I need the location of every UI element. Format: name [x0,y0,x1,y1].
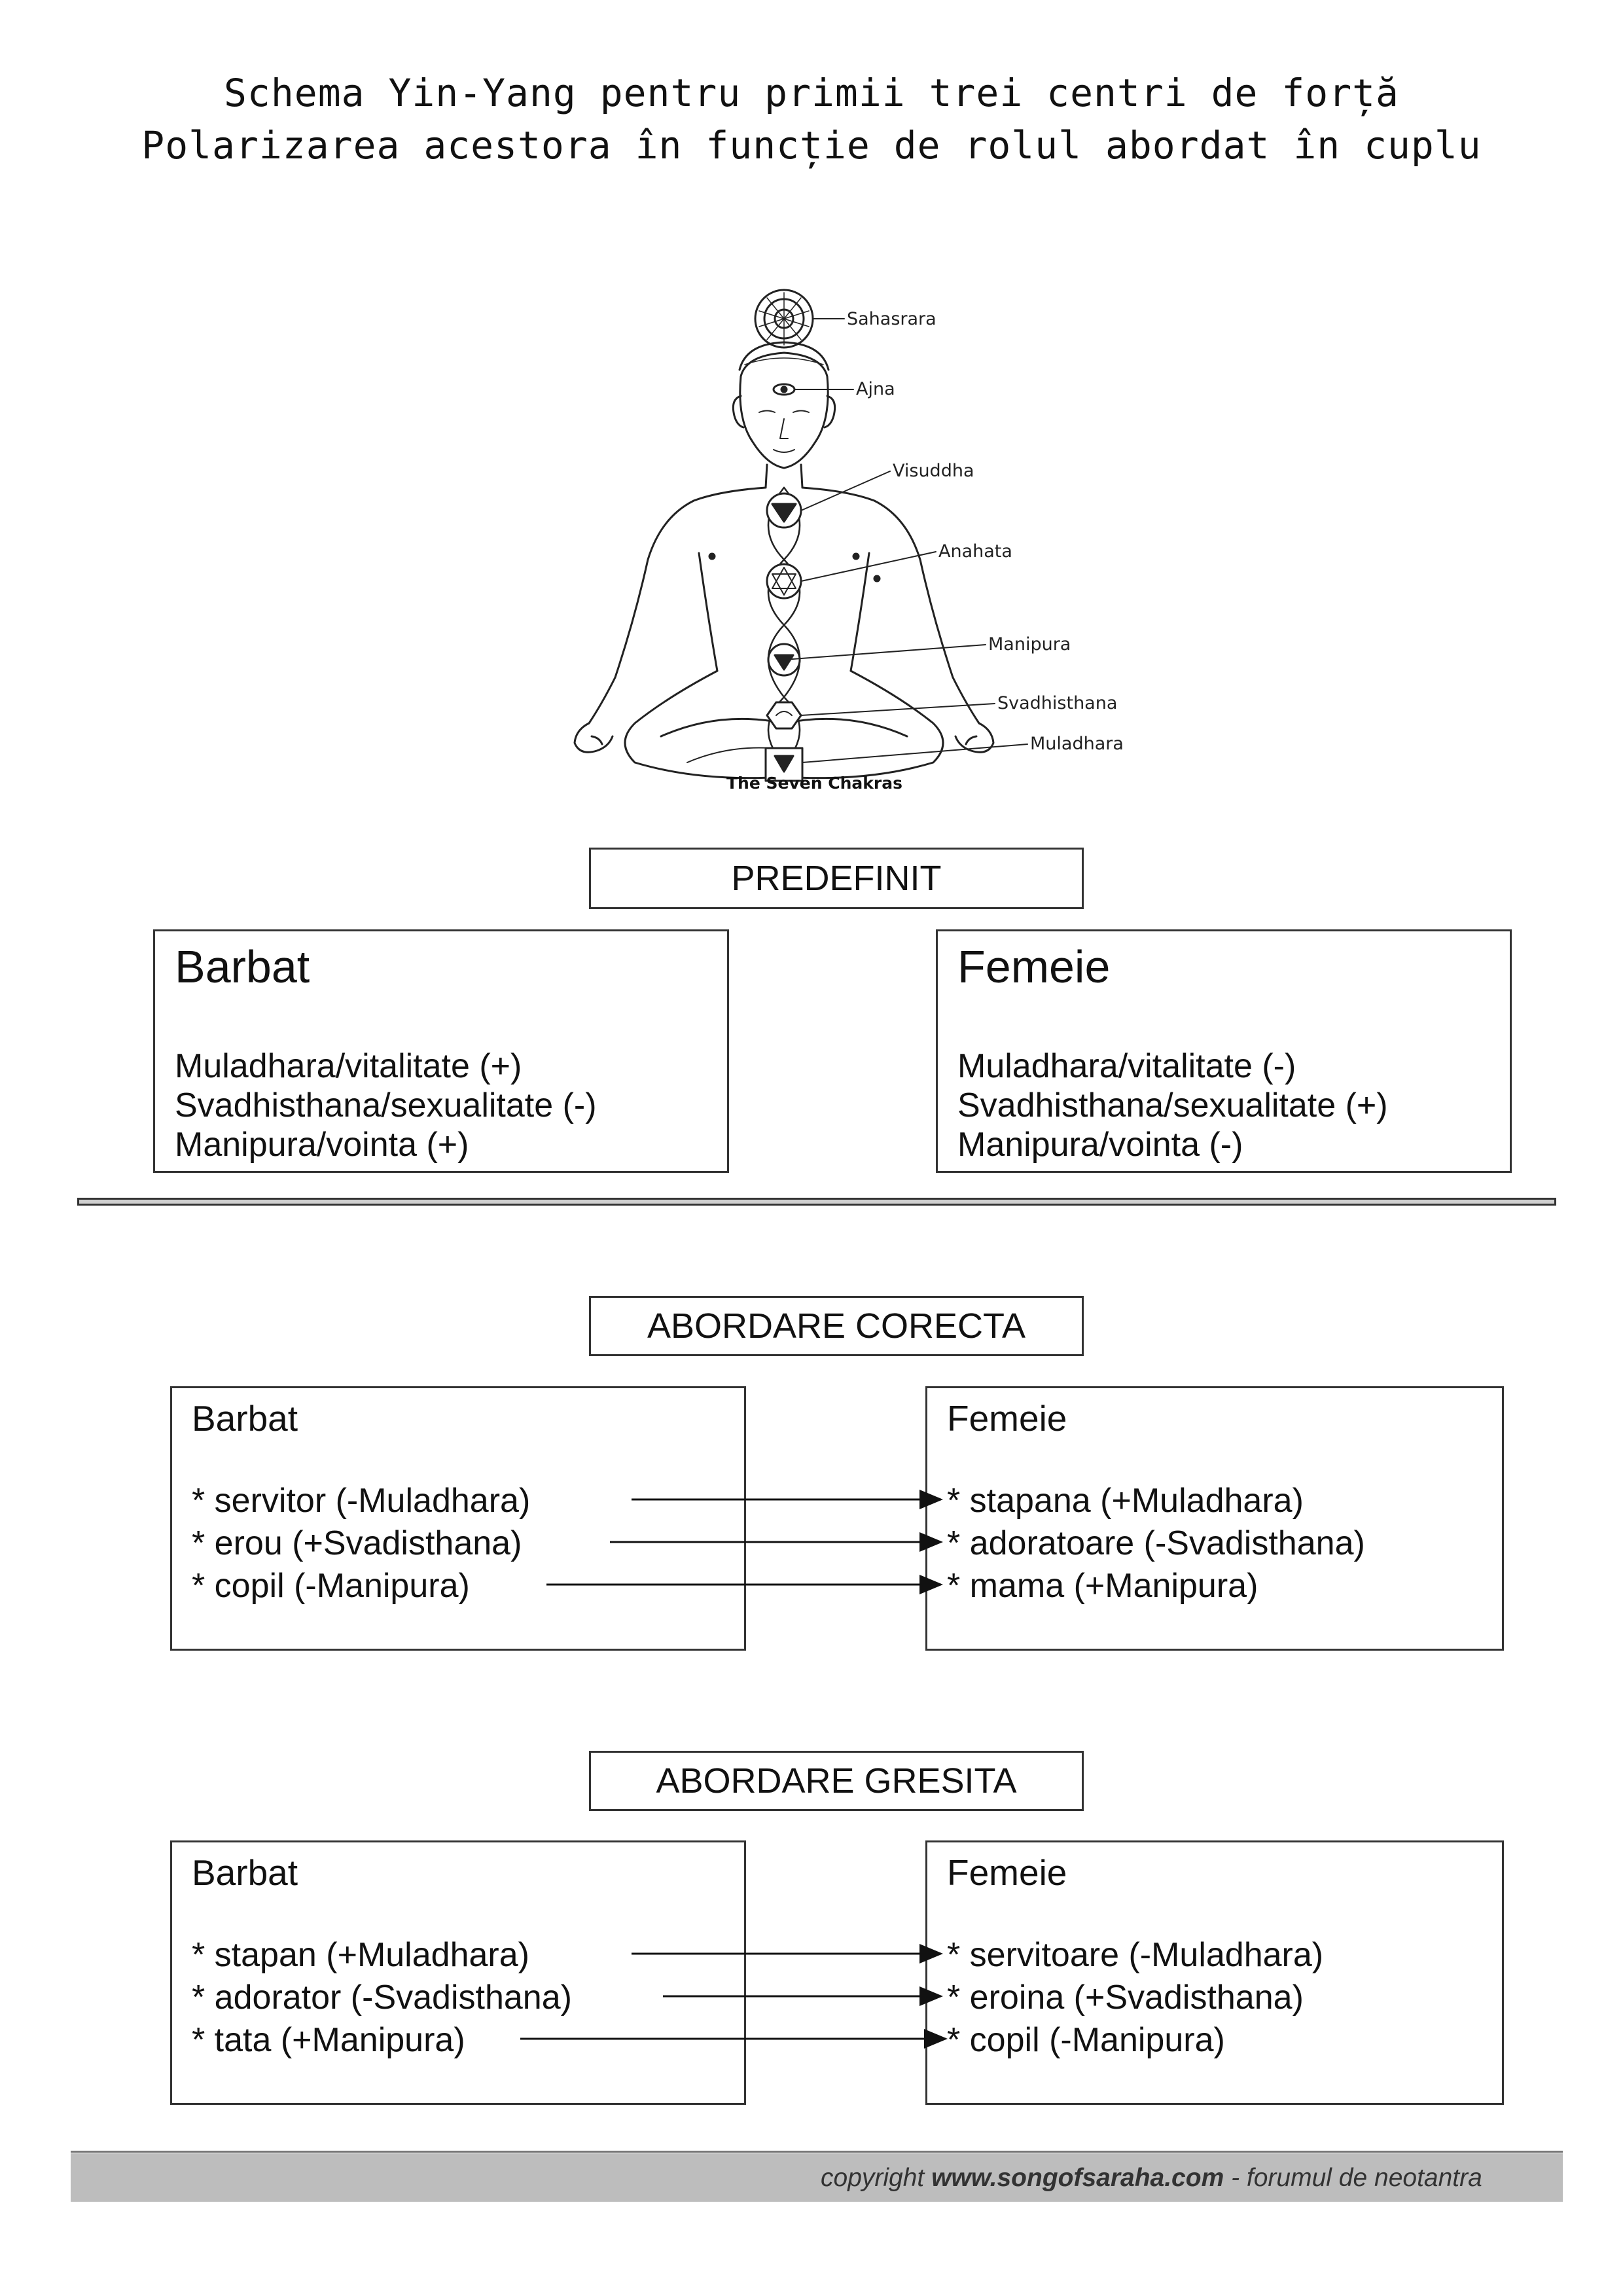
seven-chakras-illustration: Sahasrara Ajna Visuddha Anahata Manipura… [537,278,1178,808]
left-arm-outline [588,486,767,725]
corecta-man-title: Barbat [192,1398,298,1439]
chakra-label-sahasrara: Sahasrara [847,309,936,329]
copyright-text: copyright www.songofsaraha.com - forumul… [821,2164,1482,2193]
corecta-man-line-3: * copil (-Manipura) [192,1567,470,1605]
gresita-man-title: Barbat [192,1852,298,1893]
chakra-label-muladhara: Muladhara [1030,734,1124,754]
page-title: Schema Yin-Yang pentru primii trei centr… [224,71,1399,115]
figure-caption: The Seven Chakras [726,774,902,793]
gresita-woman-line-3: * copil (-Manipura) [947,2021,1225,2059]
corecta-woman-line-2: * adoratoare (-Svadisthana) [947,1524,1365,1562]
predefinit-woman-line-1: Muladhara/vitalitate (-) [957,1047,1296,1085]
gresita-header: ABORDARE GRESITA [589,1751,1084,1811]
predefinit-man-line-3: Manipura/vointa (+) [175,1126,469,1164]
predefinit-woman-line-3: Manipura/vointa (-) [957,1126,1243,1164]
chakra-label-anahata: Anahata [938,541,1012,562]
gresita-woman-line-1: * servitoare (-Muladhara) [947,1936,1324,1974]
gresita-man-line-3: * tata (+Manipura) [192,2021,465,2059]
footer-bar: copyright www.songofsaraha.com - forumul… [71,2153,1563,2202]
predefinit-man-line-2: Svadhisthana/sexualitate (-) [175,1086,597,1124]
gresita-man-line-2: * adorator (-Svadisthana) [192,1979,572,2017]
corecta-man-box: Barbat * servitor (-Muladhara) * erou (+… [170,1386,746,1651]
copyright-link[interactable]: www.songofsaraha.com [931,2164,1224,2192]
predefinit-woman-box: Femeie Muladhara/vitalitate (-) Svadhist… [936,929,1512,1173]
predefinit-man-title: Barbat [175,941,310,992]
corecta-header: ABORDARE CORECTA [589,1296,1084,1356]
corecta-woman-title: Femeie [947,1398,1067,1439]
right-arm-outline [801,486,980,725]
footer-rule [71,2151,1563,2153]
page-subtitle: Polarizarea acestora în funcție de rolul… [141,123,1482,168]
predefinit-woman-title: Femeie [957,941,1111,992]
predefinit-man-line-1: Muladhara/vitalitate (+) [175,1047,522,1085]
corecta-woman-line-1: * stapana (+Muladhara) [947,1482,1304,1520]
anahata-symbol [766,563,802,600]
svadhisthana-symbol [766,701,802,730]
predefinit-man-box: Barbat Muladhara/vitalitate (+) Svadhist… [153,929,729,1173]
meditating-figure-drawing [573,289,1028,782]
corecta-woman-line-3: * mama (+Manipura) [947,1567,1258,1605]
corecta-man-line-2: * erou (+Svadisthana) [192,1524,522,1562]
corecta-woman-box: Femeie * stapana (+Muladhara) * adoratoa… [925,1386,1504,1651]
chakra-label-ajna: Ajna [856,379,895,399]
section-divider [77,1198,1556,1206]
head-outline [739,351,829,469]
gresita-woman-line-2: * eroina (+Svadisthana) [947,1979,1304,2017]
gresita-man-box: Barbat * stapan (+Muladhara) * adorator … [170,1840,746,2105]
chakra-label-svadhisthana: Svadhisthana [997,693,1118,713]
chakra-label-manipura: Manipura [988,634,1071,655]
corecta-man-line-1: * servitor (-Muladhara) [192,1482,531,1520]
gresita-woman-box: Femeie * servitoare (-Muladhara) * eroin… [925,1840,1504,2105]
predefinit-woman-line-2: Svadhisthana/sexualitate (+) [957,1086,1388,1124]
gresita-man-line-1: * stapan (+Muladhara) [192,1936,529,1974]
gresita-woman-title: Femeie [947,1852,1067,1893]
chakra-label-visuddha: Visuddha [893,461,974,481]
copyright-prefix: copyright [821,2164,932,2192]
predefinit-header: PREDEFINIT [589,848,1084,909]
copyright-suffix: - forumul de neotantra [1224,2164,1482,2192]
